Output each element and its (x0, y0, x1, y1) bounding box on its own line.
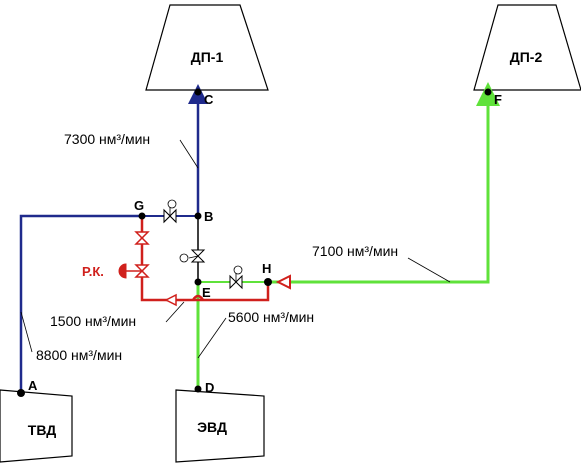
node-d[interactable]: D (194, 380, 215, 395)
gauge-icon (167, 199, 177, 209)
regulating-valve-actuator[interactable] (118, 263, 142, 279)
svg-text:H: H (262, 261, 271, 276)
flow-label-bc: 7300 нм³/мин (64, 131, 199, 169)
svg-text:8800 нм³/мин: 8800 нм³/мин (36, 347, 122, 363)
pipe-bypass (140, 216, 270, 302)
node-g[interactable]: G (134, 198, 146, 220)
flow-label-ag: 8800 нм³/мин (20, 311, 122, 363)
node-c[interactable]: C (194, 88, 215, 108)
regulating-valve-label: Р.К. (82, 264, 104, 279)
unit-dp2: ДП-2 (473, 4, 581, 91)
node-b[interactable]: B (194, 209, 214, 224)
arrow-bypass-left-icon (164, 293, 177, 307)
node-a[interactable]: A (17, 378, 38, 397)
unit-tvd: ТВД (0, 389, 73, 463)
valve-red-upper[interactable] (134, 231, 150, 245)
gauge-icon (179, 253, 189, 263)
unit-evd-label: ЭВД (197, 419, 227, 435)
valve-b-e[interactable] (179, 249, 206, 263)
crossing-hop (191, 294, 205, 301)
node-f[interactable]: F (484, 88, 503, 108)
unit-dp2-label: ДП-2 (510, 49, 543, 65)
svg-text:E: E (202, 285, 211, 300)
unit-tvd-label: ТВД (28, 422, 56, 438)
arrow-h-left-icon (275, 274, 291, 290)
svg-text:D: D (205, 380, 214, 395)
svg-text:A: A (28, 378, 38, 393)
gauge-icon (233, 265, 243, 275)
unit-dp1-label: ДП-1 (191, 49, 224, 65)
svg-text:5600 нм³/мин: 5600 нм³/мин (228, 309, 314, 325)
flow-label-hf: 7100 нм³/мин (312, 243, 451, 283)
svg-text:7300 нм³/мин: 7300 нм³/мин (64, 131, 150, 147)
flow-label-de: 5600 нм³/мин (197, 309, 314, 359)
svg-text:F: F (494, 92, 502, 107)
svg-text:1500 нм³/мин: 1500 нм³/мин (50, 313, 136, 329)
node-e[interactable]: E (194, 278, 212, 301)
pipe-h-f (268, 82, 500, 284)
unit-evd: ЭВД (175, 389, 265, 463)
svg-text:G: G (134, 198, 144, 213)
valve-g-b[interactable] (163, 199, 177, 224)
svg-text:7100 нм³/мин: 7100 нм³/мин (312, 243, 398, 259)
pipe-a-g (19, 214, 142, 393)
valve-e-h[interactable] (229, 265, 243, 290)
svg-text:B: B (204, 209, 213, 224)
svg-text:C: C (204, 92, 214, 107)
node-h[interactable]: H (262, 261, 272, 286)
unit-dp1: ДП-1 (145, 4, 269, 91)
flow-label-bypass: 1500 нм³/мин (50, 301, 185, 329)
